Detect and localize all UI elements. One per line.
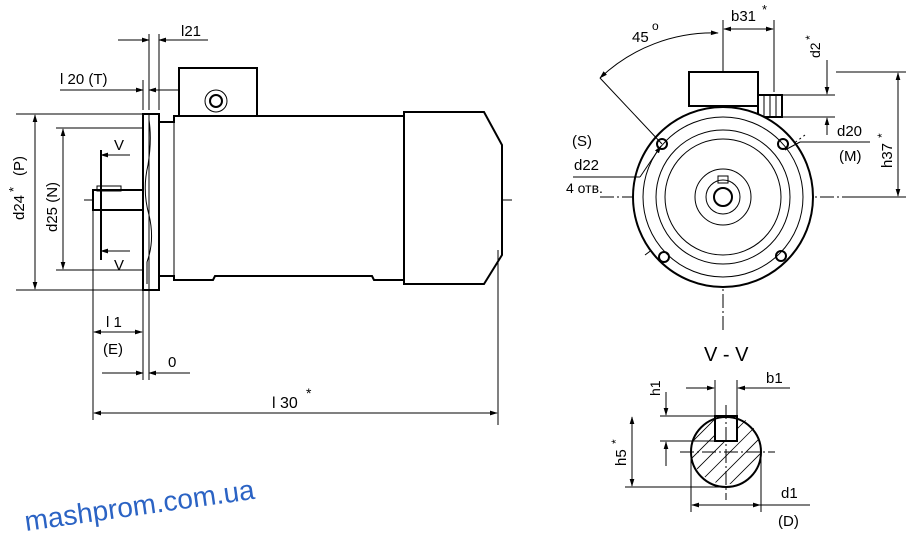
watermark: mashprom.com.ua — [23, 474, 257, 537]
label-d24: d24 — [11, 195, 28, 220]
angle-leader — [599, 77, 663, 145]
shaft-inner-circle — [713, 187, 733, 207]
label-d1: d1 — [781, 485, 798, 502]
motor-housing — [158, 115, 405, 281]
label-l20: l 20 (T) — [60, 71, 108, 88]
label-h37-star: * — [875, 133, 889, 138]
label-h1: h1 — [647, 380, 663, 396]
section-title: V - V — [704, 344, 749, 366]
spigot-inner-circle — [664, 138, 782, 256]
label-m: (M) — [839, 148, 862, 165]
section-mark-bottom: V — [114, 257, 124, 274]
cable-gland-inner — [209, 94, 223, 108]
housing-circle — [642, 116, 804, 278]
mounting-hole-tl — [656, 138, 668, 150]
flange — [142, 113, 160, 291]
label-d1-d: (D) — [778, 513, 799, 530]
label-l1-e: (E) — [103, 341, 123, 358]
label-s: (S) — [572, 133, 592, 150]
d20-leader — [784, 141, 801, 151]
label-h5: h5 — [613, 449, 630, 466]
flange-break-line — [144, 119, 153, 284]
fan-cover — [403, 111, 503, 285]
flange-outer-circle — [632, 106, 814, 288]
label-d2-star: * — [803, 35, 817, 40]
front-terminal-box — [688, 71, 759, 107]
label-d22: d22 — [574, 157, 599, 174]
label-h5-star: * — [609, 439, 623, 444]
label-b31-star: * — [762, 2, 767, 17]
mounting-hole-br — [775, 250, 787, 262]
label-b1: b1 — [766, 370, 783, 387]
label-b31: b31 — [731, 8, 756, 25]
terminal-box — [178, 67, 258, 117]
mounting-hole-tr — [777, 138, 789, 150]
cable-gland-outer — [204, 89, 228, 113]
front-key — [717, 175, 729, 184]
label-d2: d2 — [807, 42, 823, 58]
label-angle-unit: o — [652, 19, 659, 33]
section-mark-top: V — [114, 137, 124, 154]
mounting-hole-bl — [658, 251, 670, 263]
side-view: V V l21 l 20 (T) d24 * (P) d25 (N) — [6, 23, 512, 425]
label-l21: l21 — [181, 23, 201, 40]
label-zero: 0 — [168, 354, 176, 371]
bearing-cover-circle — [694, 168, 752, 226]
front-view: 45 o b31 * d2 * h37 * (S) d22 4 отв. — [566, 2, 906, 330]
spigot-circle — [655, 129, 791, 265]
label-holes: 4 отв. — [566, 180, 603, 196]
label-d20: d20 — [837, 123, 862, 140]
label-l30-star: * — [306, 385, 312, 401]
section-view: V - V h1 b1 — [609, 344, 810, 530]
label-l1: l 1 — [106, 314, 122, 331]
shaft-key — [96, 185, 122, 192]
label-d24-star: * — [6, 187, 21, 192]
shaft-circle — [705, 179, 741, 215]
label-angle: 45 — [632, 29, 649, 46]
d22-leader — [639, 145, 662, 178]
label-h37: h37 — [879, 143, 896, 168]
label-d25: d25 (N) — [44, 182, 61, 232]
label-l30: l 30 — [272, 395, 298, 412]
angle-arc — [599, 30, 719, 79]
label-d24-p: (P) — [11, 156, 28, 176]
